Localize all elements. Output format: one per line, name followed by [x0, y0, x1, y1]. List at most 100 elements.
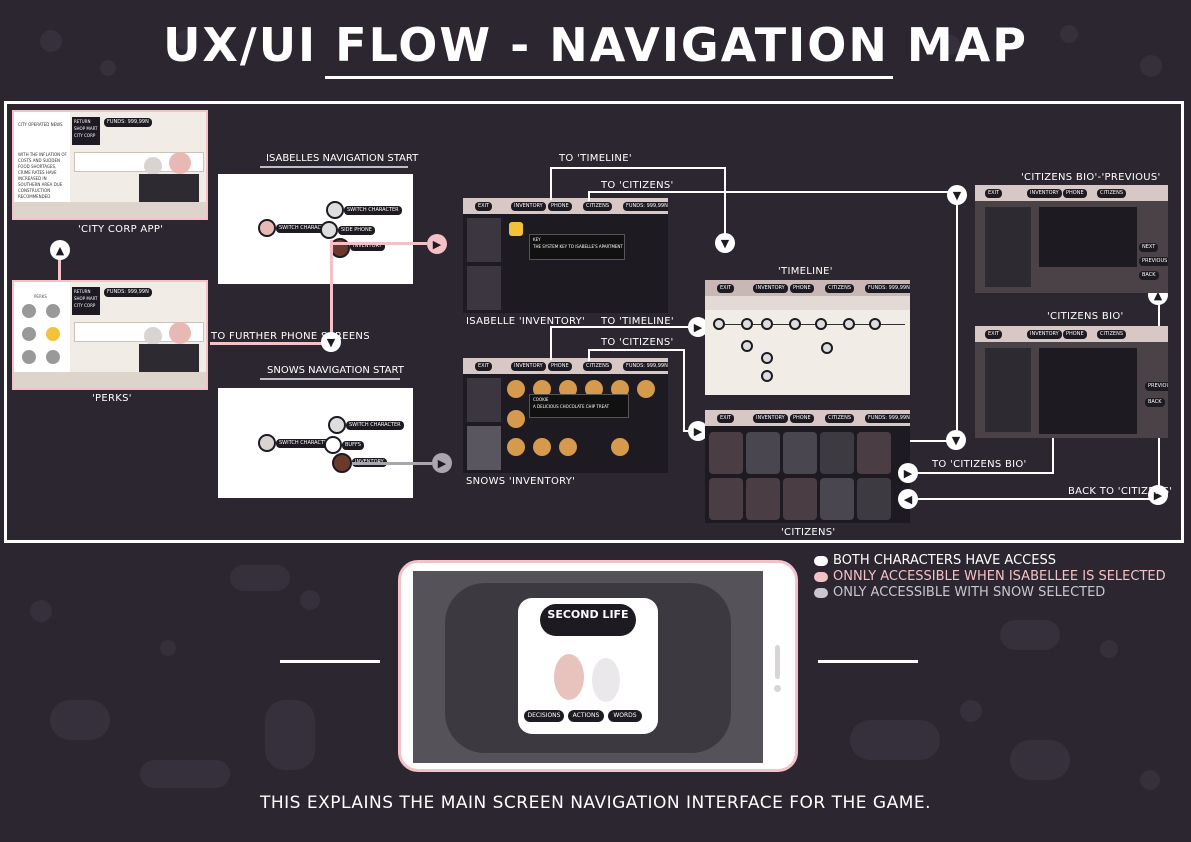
lock-icon[interactable]	[46, 350, 60, 364]
phone-mockup: SECOND LIFE A STORY DRIVEN ADVENTURE GAM…	[398, 560, 798, 772]
menu-city-corp[interactable]: CITY CORP	[74, 133, 96, 138]
back-button[interactable]: BACK	[1139, 271, 1159, 280]
tab-citizens[interactable]: CITIZENS	[583, 202, 612, 211]
tab-phone[interactable]: PHONE	[1063, 330, 1087, 339]
menu-return[interactable]: RETURN	[74, 289, 91, 294]
citizen-card-locked[interactable]	[857, 478, 891, 520]
tab-citizens[interactable]: CITIZENS	[1097, 189, 1126, 198]
menu-return[interactable]: RETURN	[74, 119, 91, 124]
exit-button[interactable]: EXIT	[475, 202, 493, 211]
tab-citizens[interactable]: CITIZENS	[825, 414, 854, 423]
cookie-icon[interactable]	[559, 380, 577, 398]
next-button[interactable]: NEXT	[1139, 243, 1159, 252]
citizen-card[interactable]	[709, 478, 743, 520]
citizen-portrait	[985, 207, 1031, 287]
phone-screen[interactable]: SECOND LIFE A STORY DRIVEN ADVENTURE GAM…	[413, 571, 763, 763]
timeline-node[interactable]	[761, 370, 773, 382]
lock-icon[interactable]	[22, 350, 36, 364]
cookie-icon[interactable]	[585, 380, 603, 398]
citizen-card[interactable]	[783, 432, 817, 474]
cookie-icon[interactable]	[507, 380, 525, 398]
menu-shop-mart[interactable]: SHOP MART	[74, 296, 98, 301]
switch-character-node-2[interactable]	[328, 416, 346, 434]
switch-character-node[interactable]	[258, 434, 276, 452]
tab-inventory[interactable]: INVENTORY	[1027, 330, 1062, 339]
tab-citizens[interactable]: CITIZENS	[825, 284, 854, 293]
tab-inventory[interactable]: INVENTORY	[511, 202, 546, 211]
lock-icon[interactable]	[22, 304, 36, 318]
inventory-node[interactable]	[330, 238, 350, 258]
tab-phone[interactable]: PHONE	[790, 284, 814, 293]
timeline-node[interactable]	[815, 318, 827, 330]
timeline-node[interactable]	[789, 318, 801, 330]
tab-phone[interactable]: PHONE	[548, 362, 572, 371]
menu-shop-mart[interactable]: SHOP MART	[74, 126, 98, 131]
timeline-label: 'TIMELINE'	[778, 266, 833, 277]
tab-citizens[interactable]: CITIZENS	[583, 362, 612, 371]
cookie-icon[interactable]	[611, 438, 629, 456]
exit-button[interactable]: EXIT	[717, 284, 735, 293]
timeline-node[interactable]	[821, 342, 833, 354]
duck-icon[interactable]	[46, 327, 60, 341]
cookie-icon[interactable]	[507, 438, 525, 456]
clock-icon[interactable]	[22, 327, 36, 341]
tab-inventory[interactable]: INVENTORY	[1027, 189, 1062, 198]
timeline-node[interactable]	[869, 318, 881, 330]
menu-city-corp[interactable]: CITY CORP	[74, 303, 96, 308]
tab-inventory[interactable]: INVENTORY	[511, 362, 546, 371]
timeline-node[interactable]	[843, 318, 855, 330]
citizen-card[interactable]	[857, 432, 891, 474]
perks-screen[interactable]: PERKS RETURN SHOP MART CITY CORP FUNDS: …	[12, 280, 208, 390]
cookie-icon[interactable]	[507, 410, 525, 428]
timeline-node[interactable]	[741, 318, 753, 330]
exit-button[interactable]: EXIT	[475, 362, 493, 371]
previous-button[interactable]: PREVIOUS	[1145, 382, 1168, 391]
citizen-card[interactable]	[746, 432, 780, 474]
timeline-node[interactable]	[761, 352, 773, 364]
citizens-bio-previous-screen[interactable]: EXIT INVENTORY PHONE CITIZENS NEXT PREVI…	[975, 185, 1168, 293]
arrow-right-icon: ▶	[1148, 485, 1168, 505]
words-button[interactable]: WORDS	[608, 710, 642, 722]
inventory-node[interactable]	[332, 453, 352, 473]
key-icon[interactable]	[509, 222, 523, 236]
decisions-button[interactable]: DECISIONS	[524, 710, 564, 722]
cookie-icon[interactable]	[533, 380, 551, 398]
city-corp-app-screen[interactable]: CITY OPERATED NEWS WITH THE INFLATION OF…	[12, 110, 208, 220]
phone-node[interactable]	[320, 221, 338, 239]
switch-character-node-2[interactable]	[326, 201, 344, 219]
citizens-screen[interactable]: EXIT INVENTORY PHONE CITIZENS FUNDS: 999…	[705, 410, 910, 523]
citizen-card[interactable]	[783, 478, 817, 520]
citizen-card[interactable]	[820, 432, 854, 474]
timeline-node[interactable]	[713, 318, 725, 330]
lock-icon[interactable]	[46, 304, 60, 318]
back-button[interactable]: BACK	[1145, 398, 1165, 407]
tab-phone[interactable]: PHONE	[790, 414, 814, 423]
previous-button[interactable]: PREVIOUS	[1139, 257, 1168, 266]
tab-citizens[interactable]: CITIZENS	[1097, 330, 1126, 339]
snow-inventory-screen[interactable]: EXIT INVENTORY PHONE CITIZENS FUNDS: 999…	[463, 358, 668, 473]
cookie-icon[interactable]	[559, 438, 577, 456]
exit-button[interactable]: EXIT	[985, 189, 1003, 198]
side-phone-label: SIDE PHONE	[338, 226, 375, 235]
citizens-bio-screen[interactable]: EXIT INVENTORY PHONE CITIZENS PREVIOUS B…	[975, 326, 1168, 438]
citizen-card[interactable]	[820, 478, 854, 520]
timeline-node[interactable]	[761, 318, 773, 330]
timeline-screen[interactable]: EXIT INVENTORY PHONE CITIZENS FUNDS: 999…	[705, 280, 910, 395]
tab-inventory[interactable]: INVENTORY	[753, 284, 788, 293]
actions-button[interactable]: ACTIONS	[568, 710, 604, 722]
exit-button[interactable]: EXIT	[717, 414, 735, 423]
switch-character-node[interactable]	[258, 219, 276, 237]
exit-button[interactable]: EXIT	[985, 330, 1003, 339]
buffs-node[interactable]	[324, 436, 342, 454]
arrow-down-icon: ▼	[321, 332, 341, 352]
cookie-icon[interactable]	[533, 438, 551, 456]
timeline-node[interactable]	[741, 340, 753, 352]
tab-phone[interactable]: PHONE	[548, 202, 572, 211]
cookie-icon[interactable]	[611, 380, 629, 398]
citizen-card[interactable]	[746, 478, 780, 520]
isabelle-inventory-screen[interactable]: EXIT INVENTORY PHONE CITIZENS FUNDS: 999…	[463, 198, 668, 313]
tab-inventory[interactable]: INVENTORY	[753, 414, 788, 423]
tab-phone[interactable]: PHONE	[1063, 189, 1087, 198]
citizen-card[interactable]	[709, 432, 743, 474]
cookie-icon[interactable]	[637, 380, 655, 398]
